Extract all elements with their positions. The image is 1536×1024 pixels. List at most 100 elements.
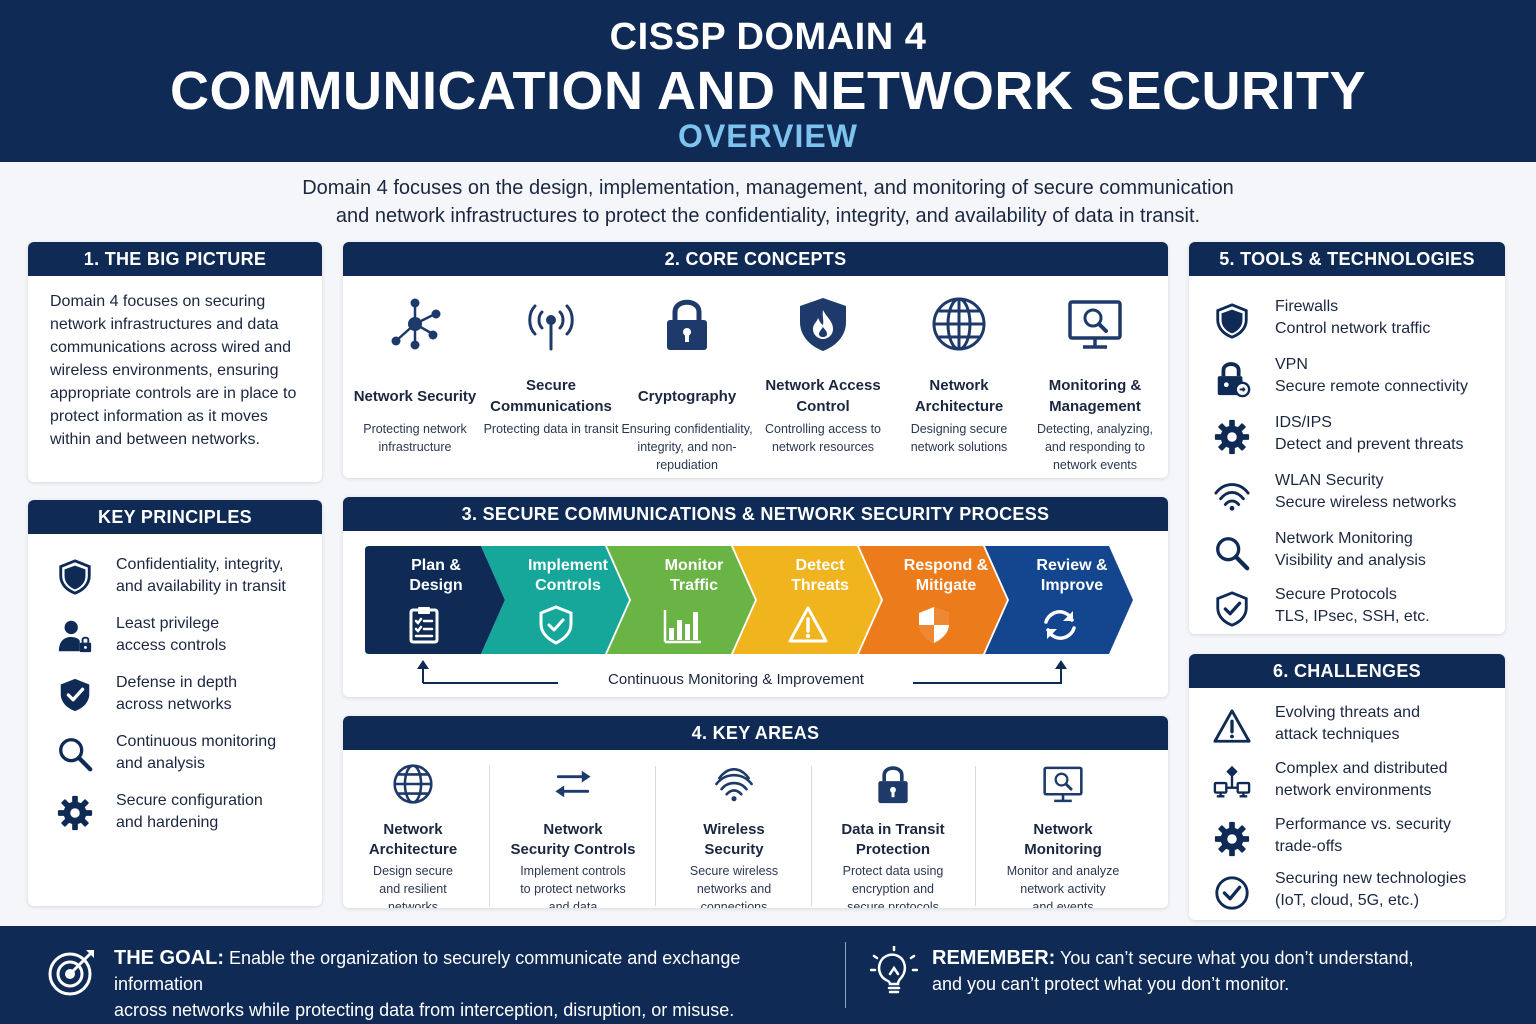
lightbulb-icon <box>870 946 918 994</box>
distributed-network-icon <box>1213 765 1251 798</box>
big-picture-text: Domain 4 focuses on securing network inf… <box>50 293 297 448</box>
padlock-icon <box>878 766 908 804</box>
core-concepts-card: 2. CORE CONCEPTS Network Security Protec… <box>343 242 1168 478</box>
shield-flame-icon <box>800 298 846 351</box>
arrow-shape <box>859 546 1007 654</box>
arrow-shape <box>481 546 629 654</box>
divider <box>975 766 976 906</box>
loop-connector <box>417 660 1067 684</box>
wifi-icon <box>1214 483 1250 511</box>
challenge-item: Complex and distributed network environm… <box>1189 758 1505 814</box>
goal-text: THE GOAL: Enable the organization to sec… <box>114 947 741 1020</box>
big-picture-card: 1. THE BIG PICTURE Domain 4 focuses on s… <box>28 242 322 482</box>
magnifier-icon <box>59 738 93 772</box>
process-title: 3. SECURE COMMUNICATIONS & NETWORK SECUR… <box>343 497 1168 531</box>
arrow-shape <box>365 546 505 654</box>
key-principles-title: KEY PRINCIPLES <box>28 500 322 534</box>
concept-cryptography: Cryptography Ensuring confidentiality, i… <box>619 276 755 474</box>
footer-divider <box>845 942 846 1008</box>
padlock-icon <box>667 299 707 350</box>
tool-item: Network Monitoring Visibility and analys… <box>1189 528 1505 584</box>
page-subtitle: OVERVIEW <box>678 118 858 154</box>
divider <box>811 766 812 906</box>
tool-item: WLAN Security Secure wireless networks <box>1189 470 1505 526</box>
challenge-item: Performance vs. security trade-offs <box>1189 814 1505 870</box>
divider <box>655 766 656 906</box>
gear-icon <box>1214 419 1250 455</box>
key-principles-card: KEY PRINCIPLES Confidentiality, integrit… <box>28 500 322 906</box>
warning-icon <box>1213 709 1251 743</box>
big-picture-title: 1. THE BIG PICTURE <box>28 242 322 276</box>
challenge-item: Securing new technologies (IoT, cloud, 5… <box>1189 868 1505 920</box>
bar-chart-icon <box>663 610 701 644</box>
arrow-shape <box>607 546 755 654</box>
shield-check-icon <box>1216 591 1248 627</box>
clipboard-icon <box>409 607 439 644</box>
footer-banner: THE GOAL: Enable the organization to sec… <box>0 926 1536 1024</box>
divider <box>489 766 490 906</box>
tool-item: Firewalls Control network traffic <box>1189 296 1505 352</box>
magnifier-icon <box>1216 537 1250 571</box>
tool-item: IDS/IPS Detect and prevent threats <box>1189 412 1505 468</box>
header-domain-label: CISSP DOMAIN 4 <box>609 16 927 58</box>
intro-text: Domain 4 focuses on the design, implemen… <box>302 177 1234 227</box>
header-banner: CISSP DOMAIN 4 COMMUNICATION AND NETWORK… <box>0 0 1536 162</box>
wifi-icon <box>715 768 753 802</box>
user-lock-icon <box>58 620 92 653</box>
remember-label: REMEMBER: <box>932 947 1056 969</box>
arrow-shape <box>733 546 881 654</box>
globe-icon <box>393 764 433 804</box>
key-areas-title: 4. KEY AREAS <box>343 716 1168 750</box>
refresh-icon <box>1044 610 1076 640</box>
core-concepts-title: 2. CORE CONCEPTS <box>343 242 1168 276</box>
challenges-title: 6. CHALLENGES <box>1189 654 1505 688</box>
page-title: COMMUNICATION AND NETWORK SECURITY <box>170 61 1366 121</box>
lock-key-icon <box>1217 362 1251 398</box>
remember-text: REMEMBER: You can’t secure what you don’… <box>932 947 1414 994</box>
tool-item: VPN Secure remote connectivity <box>1189 354 1505 410</box>
concept-monitoring-management: Monitoring & Management Detecting, analy… <box>1027 276 1163 474</box>
arrow-shape <box>985 546 1133 654</box>
target-icon <box>48 950 94 996</box>
concept-network-security: Network Security Protecting network infr… <box>347 276 483 456</box>
shield-icon <box>1216 303 1248 339</box>
tools-card: 5. TOOLS & TECHNOLOGIES Firewalls Contro… <box>1189 242 1505 634</box>
tool-item: Secure Protocols TLS, IPsec, SSH, etc. <box>1189 584 1505 634</box>
core-concepts-row: Network Security Protecting network infr… <box>343 276 1168 476</box>
concept-network-access-control: Network Access Control Controlling acces… <box>755 276 891 456</box>
challenges-card: 6. CHALLENGES Evolving threats and attac… <box>1189 654 1505 920</box>
shield-check-icon <box>60 678 90 712</box>
goal-label: THE GOAL: <box>114 947 224 969</box>
tools-title: 5. TOOLS & TECHNOLOGIES <box>1189 242 1505 276</box>
shield-icon <box>59 559 91 595</box>
process-step-respond-mitigate: Respond &Mitigate <box>859 546 1009 654</box>
gear-icon <box>57 795 93 831</box>
concept-network-architecture: Network Architecture Designing secure ne… <box>891 276 1027 456</box>
loop-label: Continuous Monitoring & Improvement <box>608 671 864 688</box>
concept-secure-communications: Secure Communications Protecting data in… <box>483 276 619 438</box>
antenna-icon <box>528 304 574 351</box>
principle-item: Confidentiality, integrity,and availabil… <box>28 554 322 604</box>
process-step-plan-design: Plan &Design <box>365 546 507 654</box>
challenge-item: Evolving threats and attack techniques <box>1189 702 1505 758</box>
exchange-arrows-icon <box>555 770 591 798</box>
process-step-review-improve: Review &Improve <box>985 546 1135 654</box>
process-card: 3. SECURE COMMUNICATIONS & NETWORK SECUR… <box>343 497 1168 697</box>
globe-icon <box>932 297 986 351</box>
check-circle-icon <box>1215 876 1249 910</box>
warning-icon <box>788 606 828 643</box>
monitor-search-icon <box>1068 300 1122 349</box>
gear-icon <box>1214 821 1250 857</box>
shield-check-icon <box>539 605 573 645</box>
